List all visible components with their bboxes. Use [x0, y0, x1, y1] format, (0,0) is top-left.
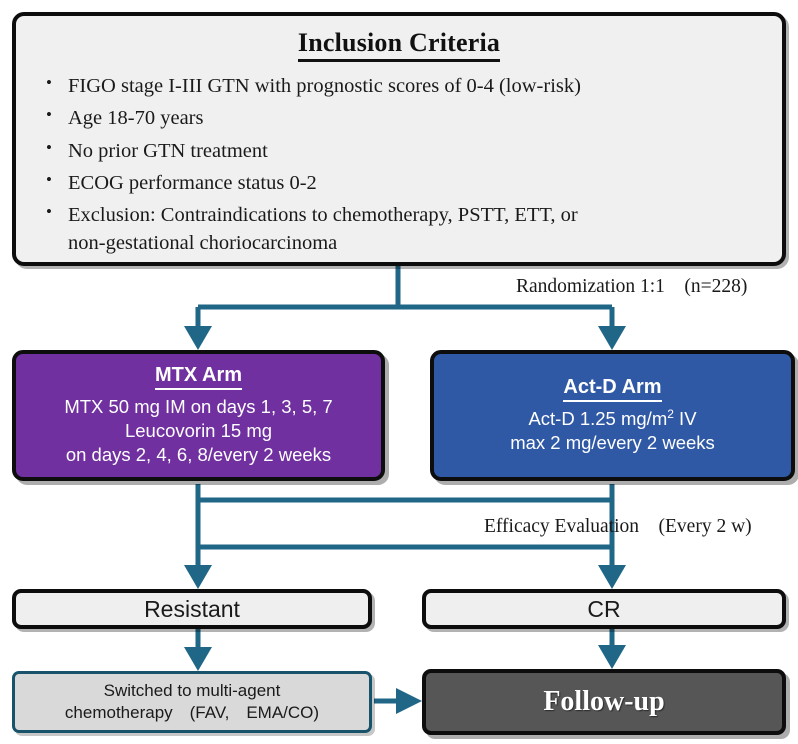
- resistant-box: Resistant: [12, 589, 372, 629]
- mtx-arm-line-3: on days 2, 4, 6, 8/every 2 weeks: [65, 444, 332, 466]
- criteria-exclusion-line2: non-gestational choriocarcinoma: [68, 232, 338, 255]
- actd-dose-text: Act-D 1.25 mg/m: [528, 408, 668, 430]
- criteria-item-age: Age 18-70 years: [42, 103, 768, 132]
- criteria-item-ecog: ECOG performance status 0-2: [42, 168, 768, 197]
- mtx-arm-title-text: MTX Arm: [154, 364, 243, 390]
- criteria-item-label: Age 18-70 years: [68, 107, 204, 130]
- actd-arm-line-2: max 2 mg/every 2 weeks: [510, 432, 715, 454]
- follow-up-box: Follow-up: [422, 669, 786, 735]
- switch-text-wrap: Switched to multi-agent chemotherapy (FA…: [65, 680, 319, 725]
- inclusion-criteria-box: Inclusion Criteria FIGO stage I-III GTN …: [12, 12, 786, 266]
- actd-arm-box: Act-D Arm Act-D 1.25 mg/m2 IV max 2 mg/e…: [430, 350, 795, 481]
- criteria-item-label: No prior GTN treatment: [68, 139, 268, 162]
- criteria-exclusion-line1: Exclusion: Contraindications to chemothe…: [68, 204, 578, 227]
- mtx-arm-line-2: Leucovorin 15 mg: [124, 419, 273, 441]
- arrowhead-actd: [598, 326, 626, 350]
- mtx-arm-box: MTX Arm MTX 50 mg IM on days 1, 3, 5, 7 …: [12, 350, 385, 481]
- mtx-arm-line-1: MTX 50 mg IM on days 1, 3, 5, 7: [64, 395, 333, 417]
- arrowhead-switch: [184, 647, 212, 671]
- actd-arm-title-text: Act-D Arm: [563, 376, 662, 402]
- switch-line-2: chemotherapy (FAV, EMA/CO): [64, 703, 320, 722]
- criteria-item-exclusion: Exclusion: Contraindications to chemothe…: [42, 200, 768, 258]
- efficacy-evaluation-label: Efficacy Evaluation (Every 2 w): [484, 516, 752, 537]
- actd-arm-line-1: Act-D 1.25 mg/m2 IV: [528, 407, 696, 431]
- cr-box: CR: [422, 589, 786, 629]
- actd-route-text: IV: [673, 408, 697, 430]
- criteria-item-label: FIGO stage I-III GTN with prognostic sco…: [68, 75, 581, 97]
- criteria-item-no-prior-treatment: No prior GTN treatment: [42, 136, 768, 165]
- switched-to-multi-agent-box: Switched to multi-agent chemotherapy (FA…: [12, 671, 372, 733]
- arrowhead-cr: [598, 565, 626, 589]
- randomization-label: Randomization 1:1 (n=228): [516, 276, 748, 297]
- mtx-arm-title: MTX Arm: [154, 364, 243, 390]
- arrowhead-followup-top: [598, 645, 626, 669]
- switch-line-1: Switched to multi-agent: [103, 680, 281, 700]
- arrowhead-followup-left: [396, 688, 422, 714]
- inclusion-criteria-title: Inclusion Criteria: [16, 28, 782, 62]
- inclusion-criteria-list: FIGO stage I-III GTN with prognostic sco…: [16, 71, 782, 258]
- actd-arm-title: Act-D Arm: [563, 376, 662, 402]
- inclusion-criteria-title-text: Inclusion Criteria: [297, 28, 501, 62]
- arrowhead-mtx: [184, 326, 212, 350]
- actd-dose-superscript: 2: [667, 406, 674, 421]
- criteria-item-figo-stage: FIGO stage I-III GTN with prognostic sco…: [42, 71, 768, 100]
- arrowhead-resistant: [184, 565, 212, 589]
- criteria-item-label: ECOG performance status 0-2: [68, 171, 317, 194]
